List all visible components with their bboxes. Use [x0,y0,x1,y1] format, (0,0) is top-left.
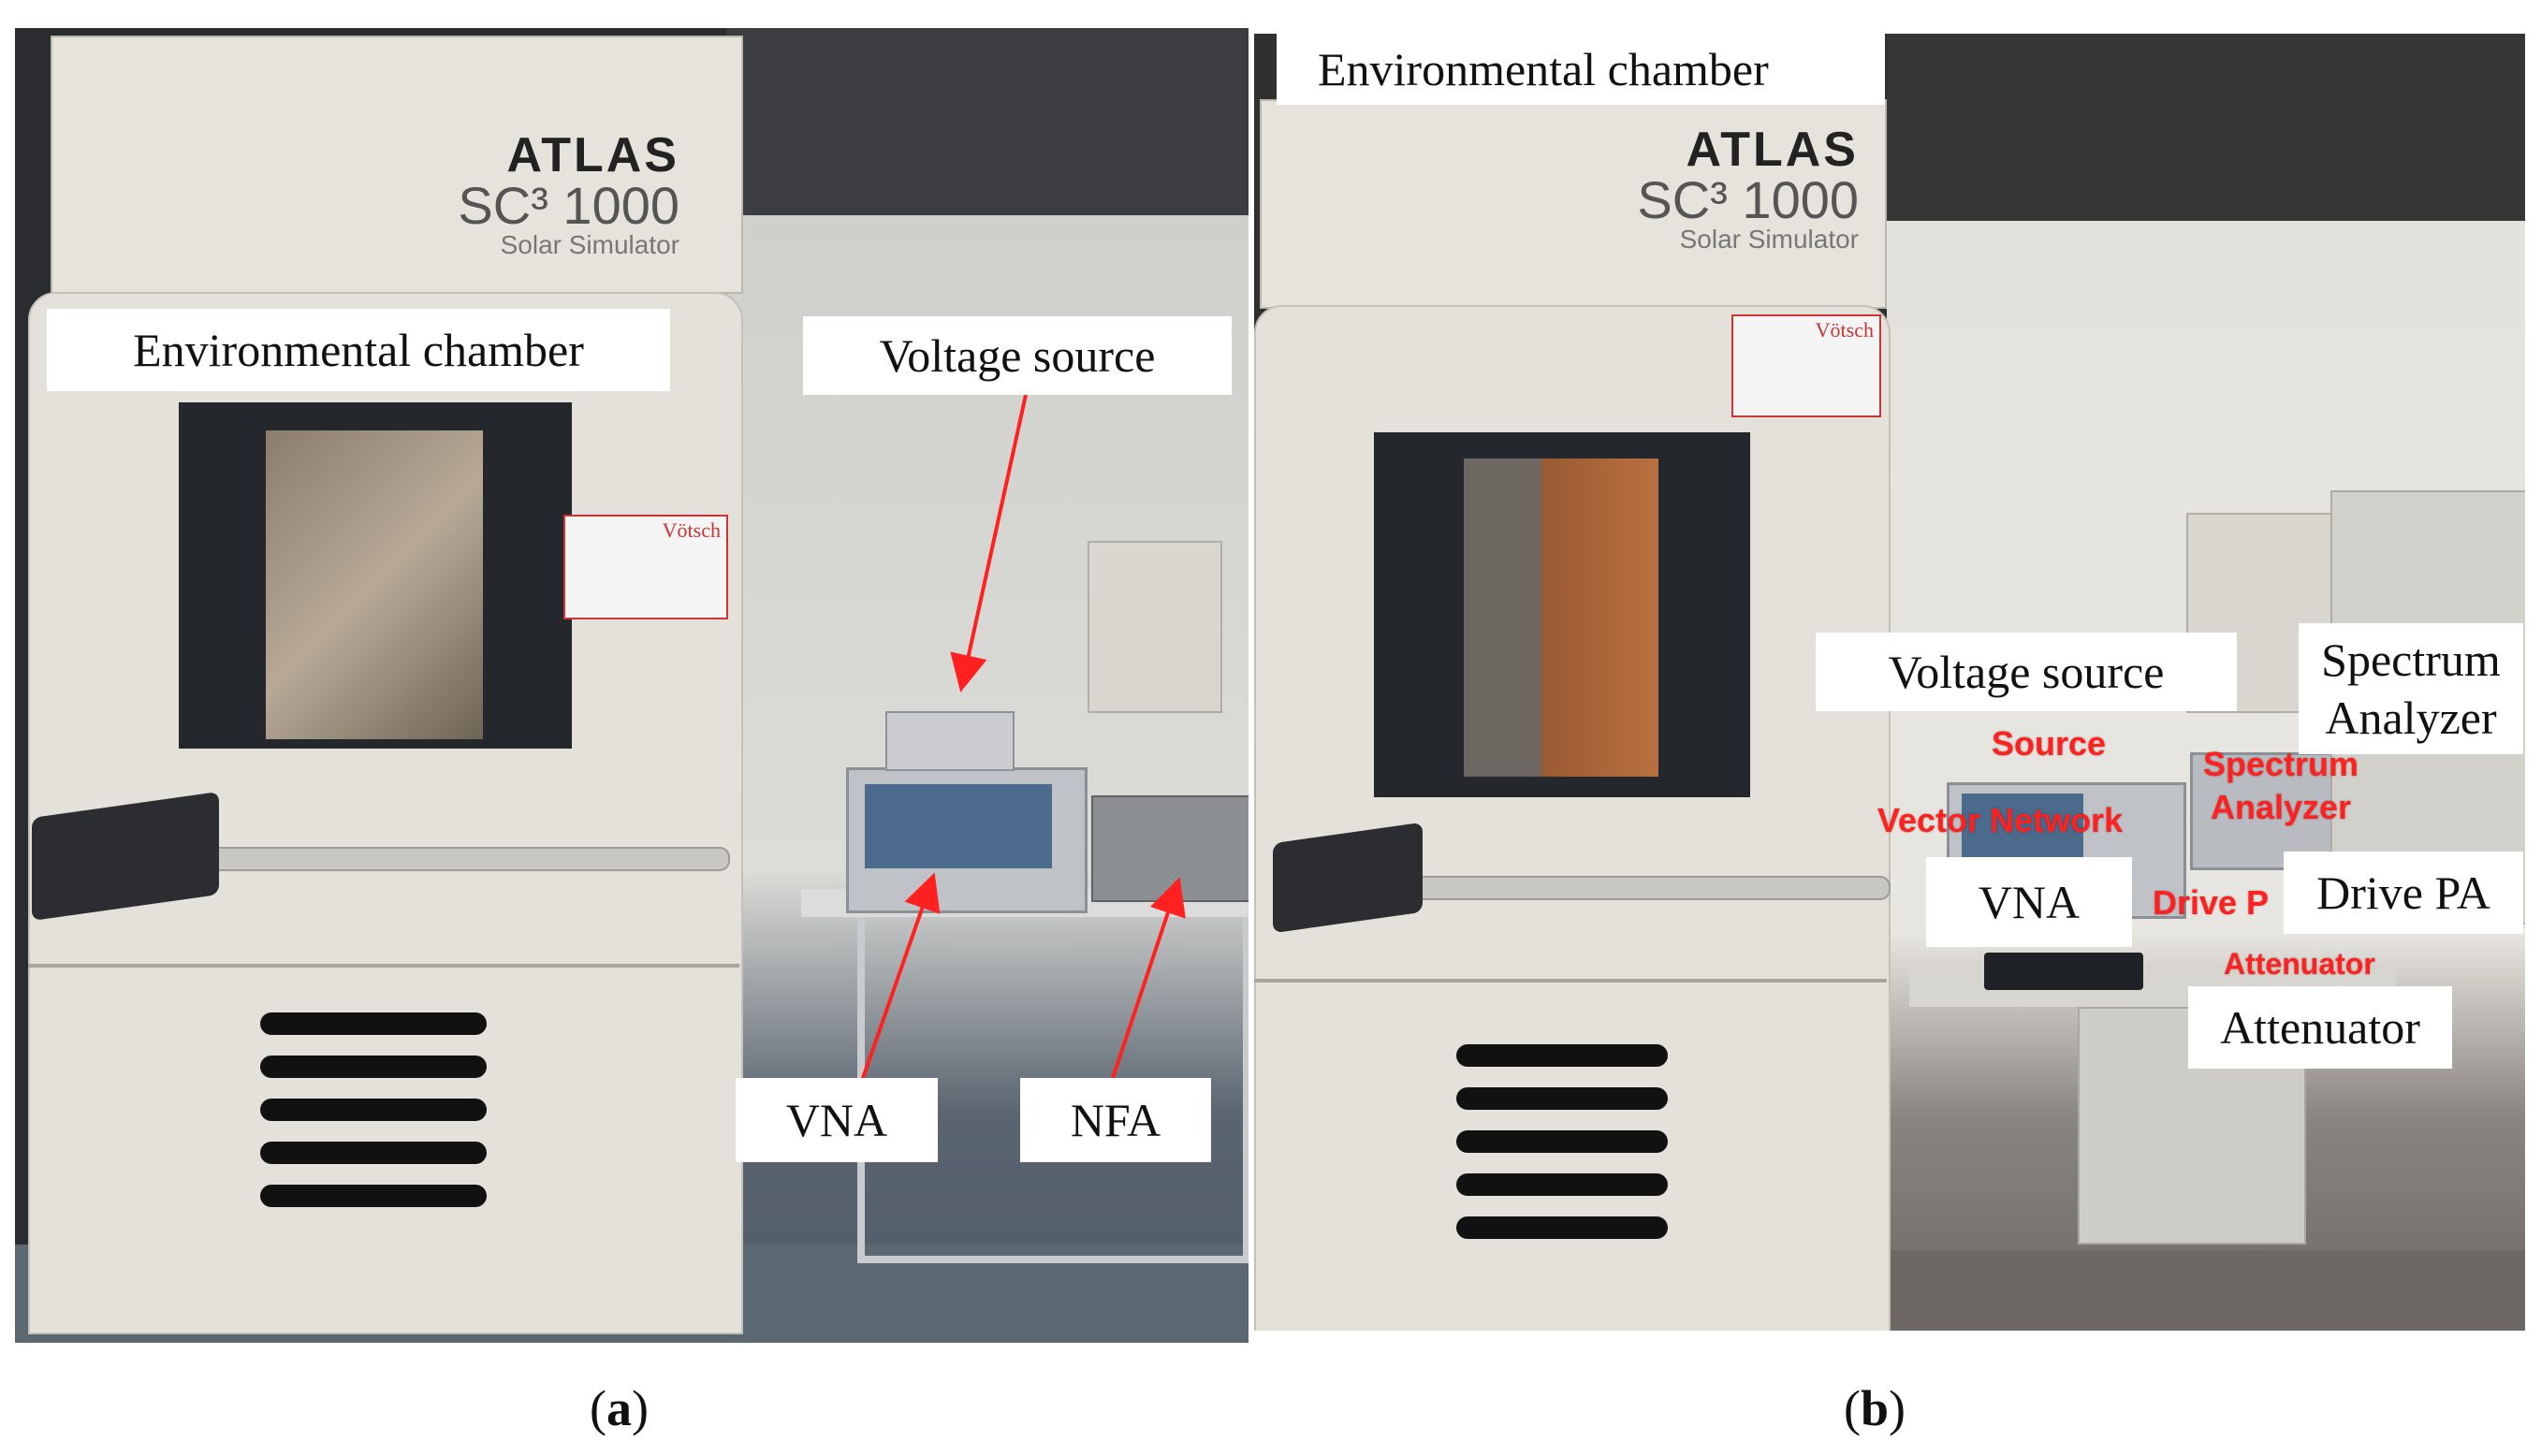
vent-slot [260,1099,487,1121]
vent-slot [1456,1173,1668,1196]
sticker-b: Vötsch [1731,314,1881,417]
chamber-window-glass [1464,459,1658,777]
annotation-arrows [860,394,1186,1082]
label-drive-pa: Drive PA [2284,852,2523,934]
brand-logo: ATLAS SC³ 1000 Solar Simulator [458,128,679,259]
red-label-attenuator: Attenuator [2224,947,2375,981]
vent-slot [260,1056,487,1078]
label-environmental-chamber: Environmental chamber [47,309,670,391]
label-voltage-source: Voltage source [803,316,1232,395]
chamber-top-unit [51,36,743,294]
handle-rail [1348,876,1891,900]
label-nfa: NFA [1020,1078,1211,1162]
brand-logo: ATLAS SC³ 1000 Solar Simulator [1637,123,1859,254]
sticker-a: Vötsch [563,515,728,619]
photo-panel-b: ATLAS SC³ 1000 Solar Simulator Vötsch So… [1254,34,2525,1331]
chamber-window-glass [266,430,483,739]
label-vna: VNA [1926,857,2132,947]
label-environmental-chamber: Environmental chamber [1277,34,1885,105]
lower-panel-seam [28,964,739,968]
equipment-cart [857,870,1249,1263]
label-attenuator: Attenuator [2188,986,2452,1069]
arrow-nfa [1110,877,1186,1082]
photo-panel-a: ATLAS SC³ 1000 Solar Simulator Vötsch En… [15,28,1249,1343]
voltage-source-instrument [885,711,1015,771]
red-label-drive-p: Drive P [2153,883,2270,922]
caption-a: (a) [590,1380,649,1436]
label-voltage-source: Voltage source [1816,633,2237,711]
vent-slot [260,1012,487,1035]
handle-rail [127,847,730,871]
vent-slot [260,1142,487,1164]
wall-cabinet [1088,541,1222,713]
red-label-source: Source [1992,724,2107,763]
vent-slot [1456,1044,1668,1067]
caption-b: (b) [1844,1380,1906,1436]
red-label-vector-network: Vector Network [1877,801,2124,839]
vent-slot [1456,1216,1668,1239]
vent-slot [260,1185,487,1207]
lower-panel-seam [1254,979,1887,983]
label-vna: VNA [736,1078,938,1162]
keyboard [1984,953,2143,990]
vent-slot [1456,1087,1668,1110]
arrow-voltage-source [950,394,1028,692]
vent-slot [1456,1130,1668,1153]
arrow-vna [860,872,941,1082]
vna-screen [865,784,1052,868]
label-spectrum-analyzer: Spectrum Analyzer [2299,623,2523,754]
red-label-analyzer: Analyzer [2211,788,2352,826]
